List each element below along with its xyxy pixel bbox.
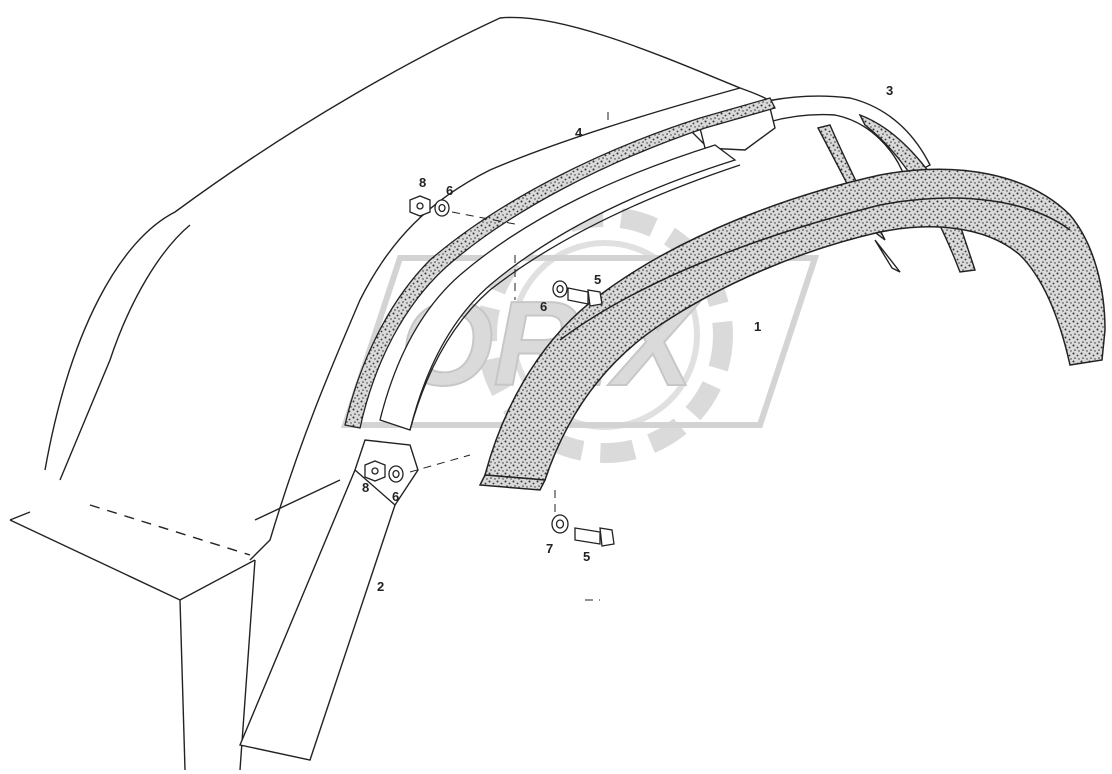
washer-6-upper [434,199,450,217]
callout-7: 7 [546,541,553,556]
callout-labels: 1 2 3 4 5 5 6 6 6 7 8 8 [362,83,893,594]
callout-1: 1 [754,319,761,334]
callout-2: 2 [377,579,384,594]
callout-6-middle: 6 [540,299,547,314]
washer-6-lower [388,465,404,483]
watermark-gear [477,207,733,463]
nut-8-upper [409,195,431,217]
part-2-mud-flap [239,439,419,761]
callout-6-upper: 6 [446,183,453,198]
cab-body-outline [9,16,779,771]
callout-6-lower: 6 [392,489,399,504]
callout-3: 3 [886,83,893,98]
callout-4: 4 [575,125,583,140]
bolt-5-lower [574,527,615,547]
nut-8-lower [364,460,386,482]
callout-8-upper: 8 [419,175,426,190]
washer-7 [551,514,569,534]
part-4-seal-strip [344,97,776,431]
bolt-5-upper [567,287,603,307]
washer-6-middle [552,280,568,298]
callout-5-lower: 5 [583,549,590,564]
callout-8-lower: 8 [362,480,369,495]
fasteners [364,195,615,547]
part-1-main-fender [478,168,1106,491]
callout-5-upper: 5 [594,272,601,287]
